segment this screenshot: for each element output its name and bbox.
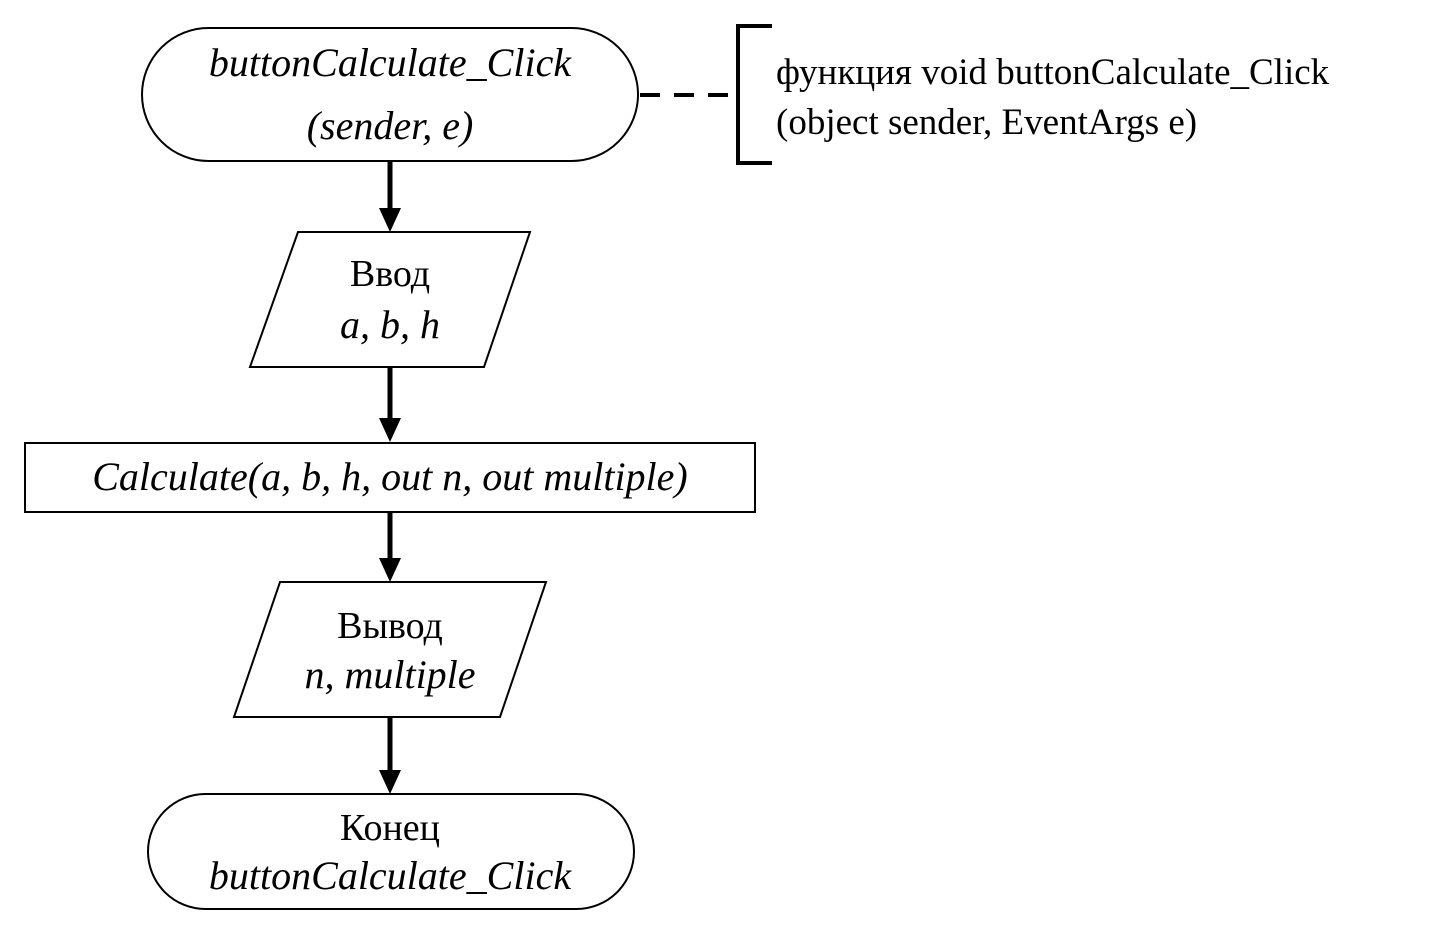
output-block: Вывод n, multiple <box>232 581 548 718</box>
start-terminator: buttonCalculate_Click (sender, e) <box>141 27 639 162</box>
end-terminator: Конец buttonCalculate_Click <box>147 793 635 910</box>
input-parallelogram <box>248 231 532 368</box>
end-terminator-shape <box>147 793 635 910</box>
input-label: Ввод <box>350 253 430 295</box>
end-title: buttonCalculate_Click <box>209 853 572 898</box>
output-label: Вывод <box>337 605 443 647</box>
process-block: Calculate(a, b, h, out n, out multiple) <box>24 442 756 513</box>
arrow-start-to-input <box>379 161 401 232</box>
output-variables: n, multiple <box>304 652 475 697</box>
comment-line-2: (object sender, EventArgs e) <box>776 102 1197 143</box>
start-title: buttonCalculate_Click <box>209 40 572 85</box>
input-variables: a, b, h <box>340 302 440 347</box>
comment-line-1: функция void buttonCalculate_Click <box>776 52 1330 93</box>
end-label: Конец <box>340 807 440 849</box>
process-rectangle <box>24 442 756 513</box>
comment-bracket <box>736 24 772 165</box>
input-block: Ввод a, b, h <box>248 231 532 368</box>
arrow-process-to-output <box>379 512 401 582</box>
comment-annotation: функция void buttonCalculate_Click (obje… <box>640 24 1330 165</box>
arrow-input-to-process <box>379 367 401 442</box>
process-call: Calculate(a, b, h, out n, out multiple) <box>92 454 688 499</box>
start-params: (sender, e) <box>307 103 474 148</box>
output-parallelogram <box>232 581 548 718</box>
arrow-output-to-end <box>379 717 401 794</box>
